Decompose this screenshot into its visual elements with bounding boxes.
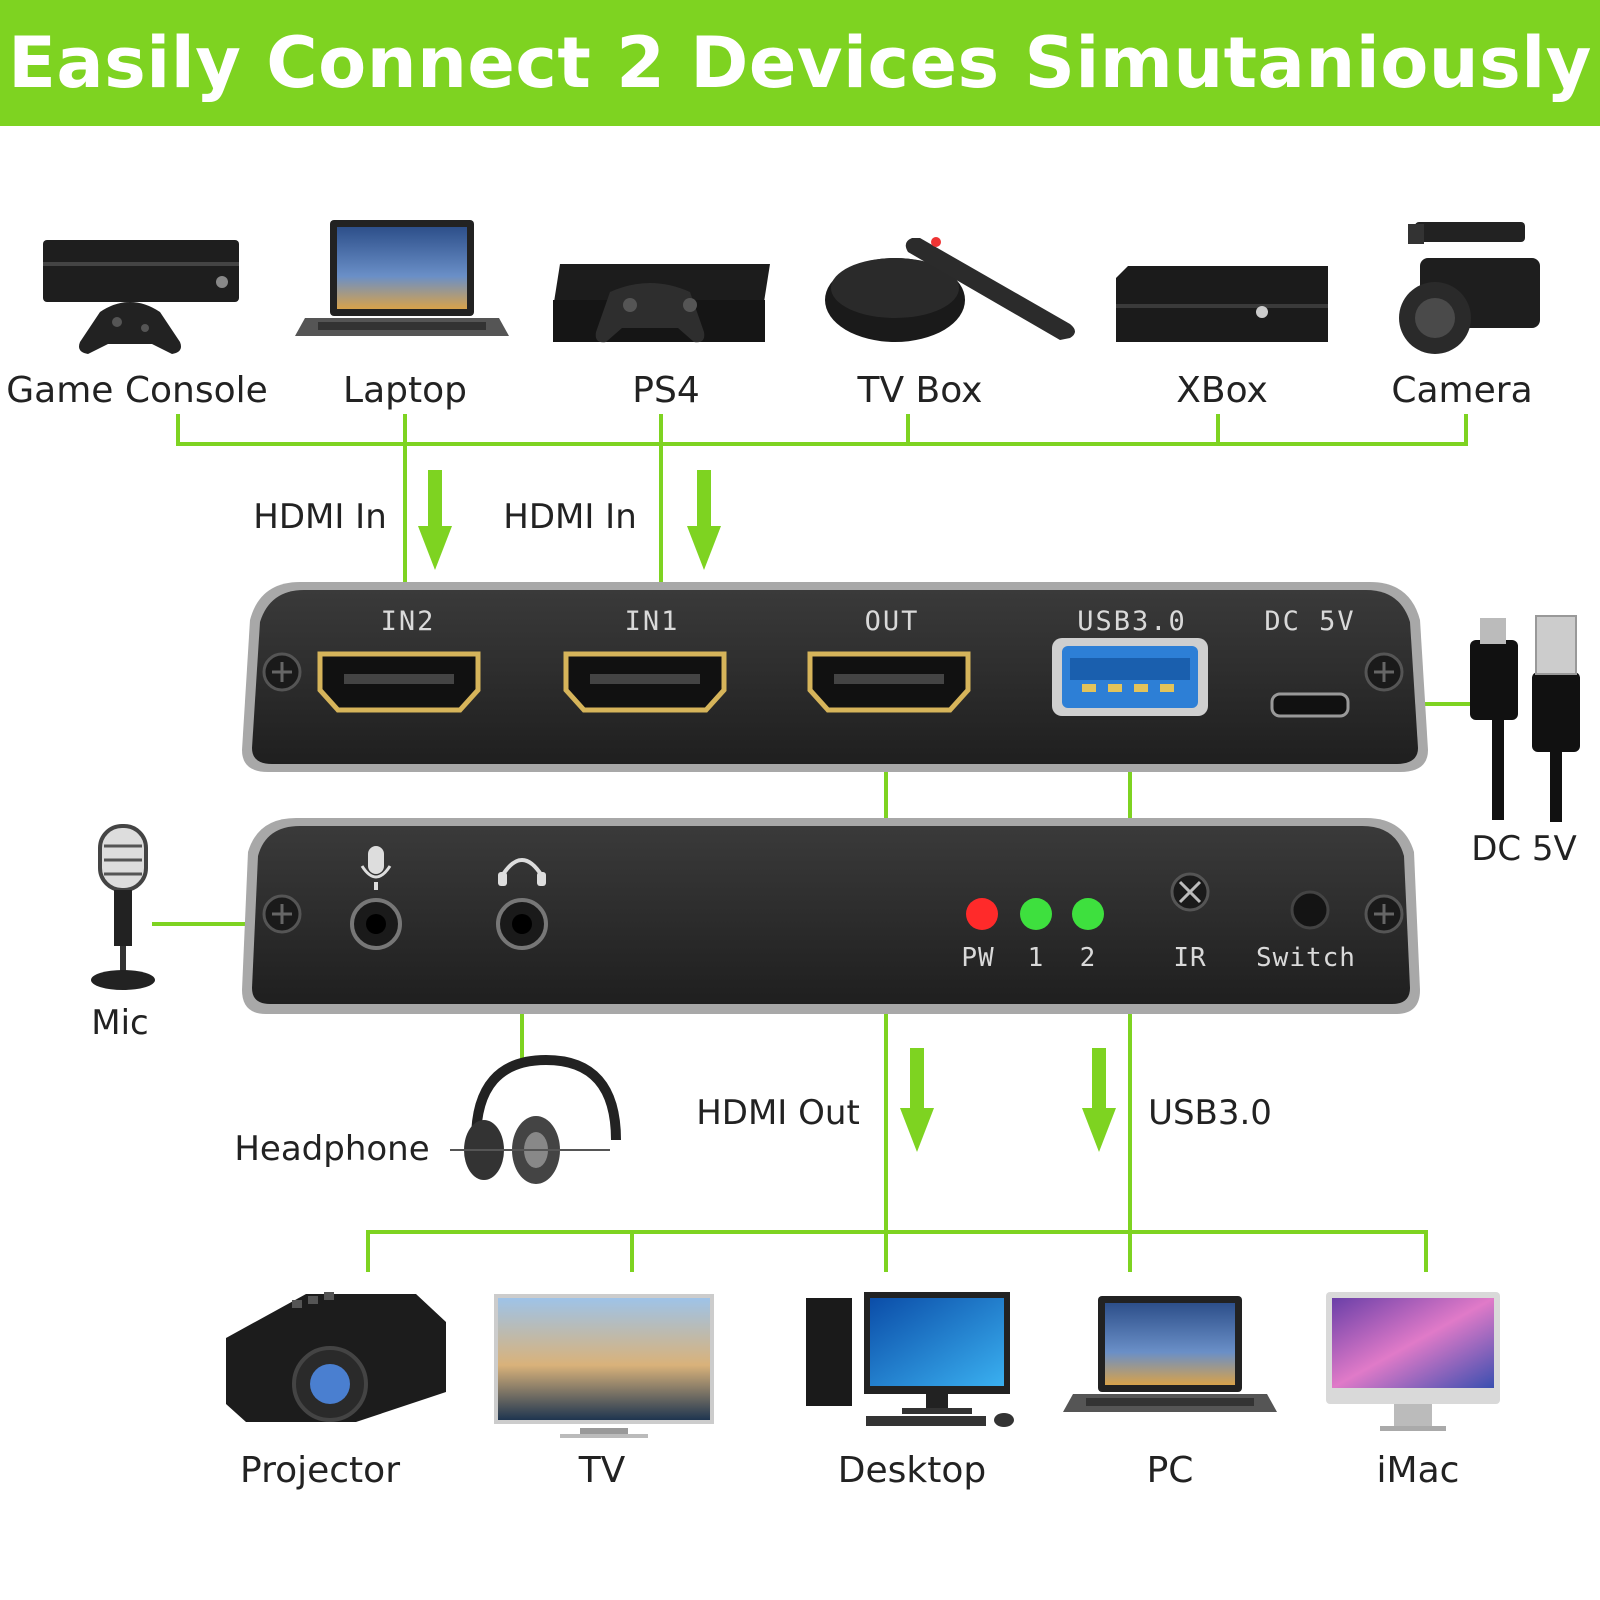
xbox-icon [1116,266,1328,342]
input-label-camera: Camera [1391,370,1532,411]
screw-icon [1364,652,1404,692]
screw-icon [262,894,302,934]
page-title: Easily Connect 2 Devices Simutaniously [8,22,1592,104]
hdmi-port-in2 [317,651,481,713]
input-label-xbox: XBox [1176,370,1268,411]
desktop-icon [806,1292,1014,1427]
imac-icon [1326,1292,1500,1431]
hdmi-in-arrow-1 [418,470,452,570]
led-power [966,898,998,930]
projector-icon [226,1292,446,1422]
port-label-out: OUT [865,606,920,637]
hdmi-in-arrow-2 [687,470,721,570]
dc-5v-label: DC 5V [1471,829,1577,869]
port-label-in2: IN2 [381,606,436,637]
output-label-projector: Projector [240,1450,400,1491]
switch-button[interactable] [1290,890,1330,930]
title-banner: Easily Connect 2 Devices Simutaniously [0,0,1600,126]
led-label-1: 1 [1028,943,1045,973]
camera-icon [1399,222,1540,354]
hdmi-in-label-2: HDMI In [503,497,637,537]
ir-sensor-icon [1170,872,1210,912]
hdmi-out-label: HDMI Out [696,1093,860,1133]
hdmi-port-in1 [563,651,727,713]
led-label-2: 2 [1080,943,1097,973]
headphone-jack [496,898,548,950]
output-label-imac: iMac [1377,1450,1460,1491]
input-label-tv-box: TV Box [857,370,983,411]
output-label-tv: TV [578,1450,626,1491]
led-1 [1020,898,1052,930]
microphone-icon [360,846,392,890]
output-label-desktop: Desktop [838,1450,986,1491]
led-label-pw: PW [961,943,994,973]
arrows [418,470,1116,1152]
hdmi-port-out [807,651,971,713]
game-console-icon [43,240,239,354]
micro-usb-port [1270,692,1350,718]
laptop-icon [295,220,509,336]
usb3-port [1052,638,1208,716]
headphone-device-icon [450,1054,621,1184]
headphone-icon [498,858,546,886]
mic-label: Mic [91,1003,148,1043]
usb-cable-icon [1470,615,1580,822]
studio-microphone-icon [91,824,155,990]
port-label-in1: IN1 [625,606,680,637]
front-panel: IN2 IN1 OUT USB3.0 DC 5V [242,582,1428,772]
tv-icon [494,1294,714,1438]
screw-icon [262,652,302,692]
mic-jack [350,898,402,950]
input-label-laptop: Laptop [343,370,467,411]
hdmi-out-arrow [900,1048,934,1152]
usb-out-arrow [1082,1048,1116,1152]
switch-label: Switch [1256,943,1356,973]
port-label-dc: DC 5V [1264,606,1355,637]
input-label-game-console: Game Console [6,370,268,411]
usb-out-label: USB3.0 [1148,1093,1272,1133]
hdmi-in-label-1: HDMI In [253,497,387,537]
headphone-label: Headphone [234,1129,429,1169]
pc-laptop-icon [1063,1296,1277,1412]
led-2 [1072,898,1104,930]
ir-label: IR [1173,943,1206,973]
port-label-usb: USB3.0 [1077,606,1187,637]
back-panel: PW 1 2 IR Switch [242,818,1420,1014]
output-label-pc: PC [1147,1450,1194,1491]
screw-icon [1364,894,1404,934]
input-label-ps4: PS4 [632,370,699,411]
tv-box-icon [825,237,1075,342]
ps4-icon [553,264,770,343]
